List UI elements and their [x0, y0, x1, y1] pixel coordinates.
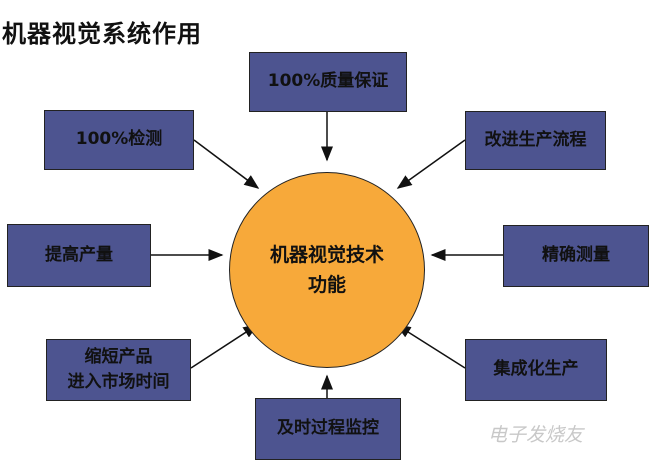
box-label: 提高产量 [45, 244, 113, 265]
box-precise-measurement: 精确测量 [503, 225, 649, 287]
box-label: 精确测量 [542, 245, 610, 266]
box-label: 100%质量保证 [267, 71, 389, 92]
box-integrated-production: 集成化生产 [465, 339, 607, 401]
center-circle: 机器视觉技术 功能 [229, 172, 425, 368]
diagram-title: 机器视觉系统作用 [2, 19, 202, 48]
arrow-top-right [396, 139, 466, 189]
box-quality-assurance: 100%质量保证 [249, 52, 407, 112]
box-label: 及时过程监控 [277, 418, 379, 439]
watermark-text: 电子发烧友 [488, 424, 584, 446]
box-time-to-market: 缩短产品 进入市场时间 [46, 339, 191, 401]
box-increase-output: 提高产量 [7, 224, 151, 287]
box-process-monitoring: 及时过程监控 [255, 398, 401, 460]
box-improve-process: 改进生产流程 [465, 111, 606, 170]
arrow-bottom-right [395, 324, 466, 369]
arrow-top-left [193, 139, 260, 189]
box-label: 100%检测 [75, 129, 163, 150]
center-label: 机器视觉技术 功能 [269, 243, 384, 296]
box-full-inspection: 100%检测 [44, 110, 194, 170]
box-label: 改进生产流程 [484, 129, 587, 150]
arrow-bottom-left [190, 324, 259, 369]
box-label: 缩短产品 进入市场时间 [67, 346, 170, 393]
box-label: 集成化生产 [493, 359, 579, 380]
